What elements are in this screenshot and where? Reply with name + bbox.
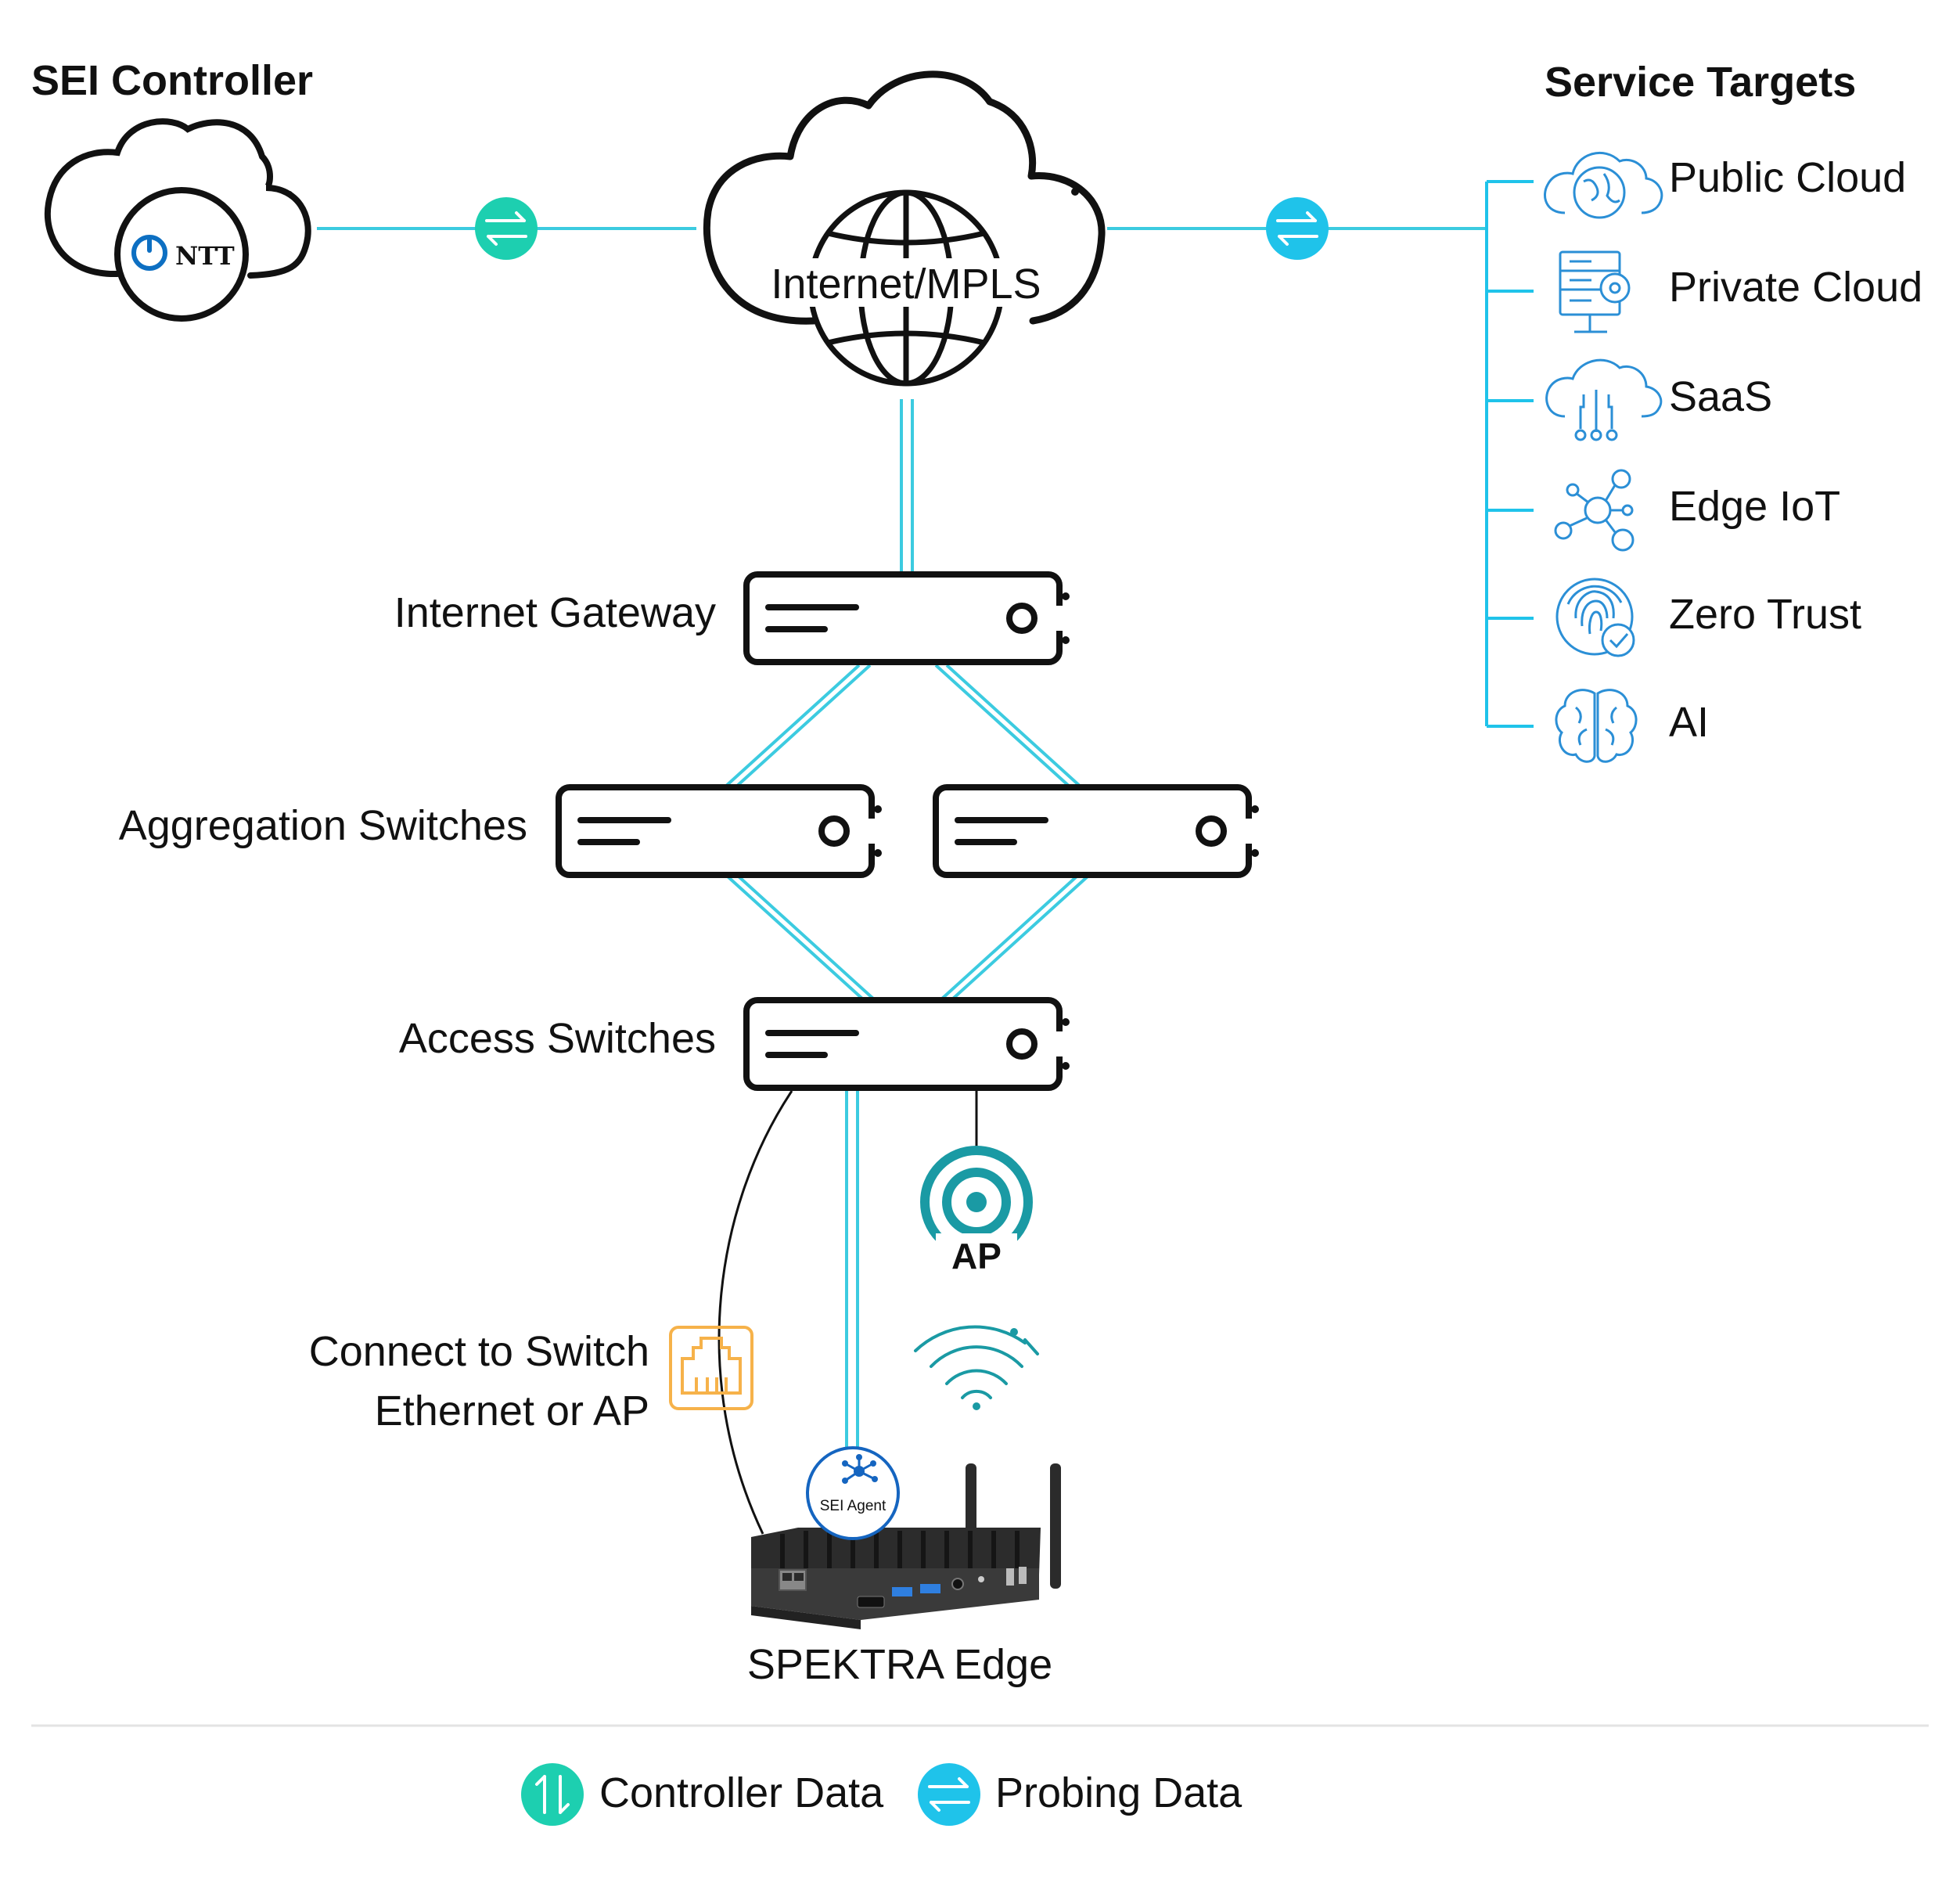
controller-data-badge [475,197,538,260]
cloud-globe-icon [1544,152,1663,219]
access-switch-device [746,1000,1070,1088]
aggregation-access-links [726,875,1089,1000]
controller-cloud-icon [44,118,311,322]
ap-label-bg [936,1233,1017,1274]
vertical-arrows-icon [521,1763,584,1826]
sei-agent-label: SEI Agent [819,1498,886,1514]
target-ai: AI [1669,699,1710,746]
ntt-logo-text: NTT [175,241,235,271]
sei-agent-badge [806,1446,900,1540]
ethernet-cable-line [717,1090,793,1535]
legend-controller-label: Controller Data [599,1769,884,1816]
gateway-aggregation-links [723,664,1083,789]
target-edge-iot: Edge IoT [1669,483,1841,530]
target-private-cloud: Private Cloud [1669,264,1923,311]
internet-cloud-icon [703,70,1106,325]
targets-bracket [1485,180,1534,728]
probing-data-badge [1266,197,1329,260]
target-public-cloud: Public Cloud [1669,154,1907,201]
internet-label-bg [763,258,1052,307]
internet-gateway-device [746,574,1070,662]
internet-label: Internet/MPLS [771,261,1041,308]
aggregation-switch-right [936,787,1259,875]
aggregation-label: Aggregation Switches [118,802,527,849]
horizontal-arrows-icon [918,1763,980,1826]
ethernet-port-icon [669,1326,753,1410]
brain-icon [1555,689,1638,763]
iot-network-icon [1554,469,1635,552]
access-edge-link [845,1091,859,1448]
controller-title: SEI Controller [31,57,314,104]
connect-label-line1: Connect to Switch [308,1328,649,1375]
internet-gateway-link [900,399,914,573]
cloud-circuit-icon [1545,358,1663,441]
connect-label-line2: Ethernet or AP [374,1388,649,1434]
target-zero-trust: Zero Trust [1669,591,1862,638]
ap-label: AP [951,1236,1002,1276]
server-monitor-icon [1559,250,1631,333]
fingerprint-check-icon [1555,578,1635,657]
edge-label: SPEKTRA Edge [746,1641,1053,1688]
spektra-edge-device [751,1463,1061,1629]
aggregation-switch-left [559,787,882,875]
access-label: Access Switches [398,1015,716,1062]
gateway-label: Internet Gateway [394,589,716,636]
ntt-logo-icon [131,235,167,271]
target-saas: SaaS [1669,373,1773,420]
legend-probing-label: Probing Data [995,1769,1243,1816]
wifi-icon [914,1325,1039,1410]
targets-title: Service Targets [1545,59,1857,106]
